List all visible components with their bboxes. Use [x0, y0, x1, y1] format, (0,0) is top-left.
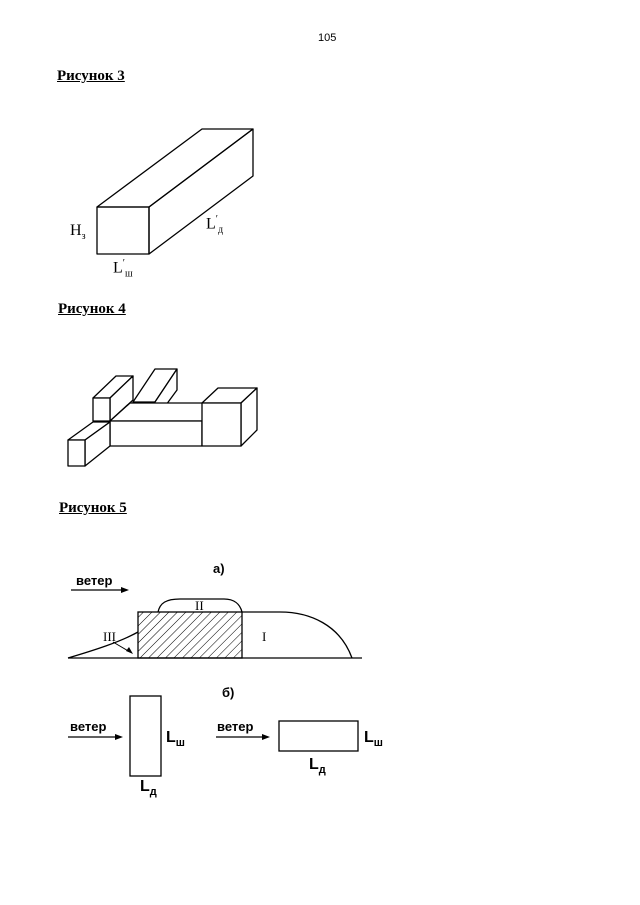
- drift-zone-1: [242, 611, 353, 659]
- zone-2-label: II: [195, 598, 204, 613]
- panel-a-label: а): [213, 561, 225, 576]
- width-label-b-left: Lш: [166, 729, 185, 750]
- length-label-b-right: Lд: [309, 756, 326, 777]
- figure-4-heading: Рисунок 4: [58, 301, 126, 317]
- height-label: Hз: [70, 222, 86, 243]
- zone-3-label: III: [103, 629, 116, 644]
- length-label: L′д: [206, 214, 224, 236]
- wind-label-a: ветер: [76, 573, 113, 588]
- page-number: 105: [318, 32, 337, 44]
- panel-b-label: б): [222, 685, 235, 700]
- wind-arrow-b-left: [68, 734, 123, 740]
- zone-1-label: I: [262, 629, 267, 644]
- wind-arrow-b-right: [216, 734, 270, 740]
- building-plan-narrow: [129, 695, 162, 777]
- wind-label-b-left: ветер: [70, 719, 107, 734]
- block-left-tower: [92, 375, 134, 422]
- wind-label-b-right: ветер: [217, 719, 254, 734]
- drift-zone-3: [67, 631, 139, 659]
- building-hatched: [137, 611, 243, 659]
- wind-arrow-a: [71, 587, 129, 593]
- figure-5-heading: Рисунок 5: [59, 500, 127, 516]
- block-right-cube: [201, 387, 258, 447]
- block-front-arm: [67, 421, 111, 467]
- figure-3-heading: Рисунок 3: [57, 68, 125, 84]
- width-label-b-right: Lш: [364, 729, 383, 750]
- drift-zone-2: [157, 598, 243, 613]
- width-label: L′ш: [113, 258, 133, 280]
- length-label-b-left: Lд: [140, 778, 157, 799]
- building-plan-wide: [278, 720, 359, 752]
- box-side-face: [148, 128, 254, 255]
